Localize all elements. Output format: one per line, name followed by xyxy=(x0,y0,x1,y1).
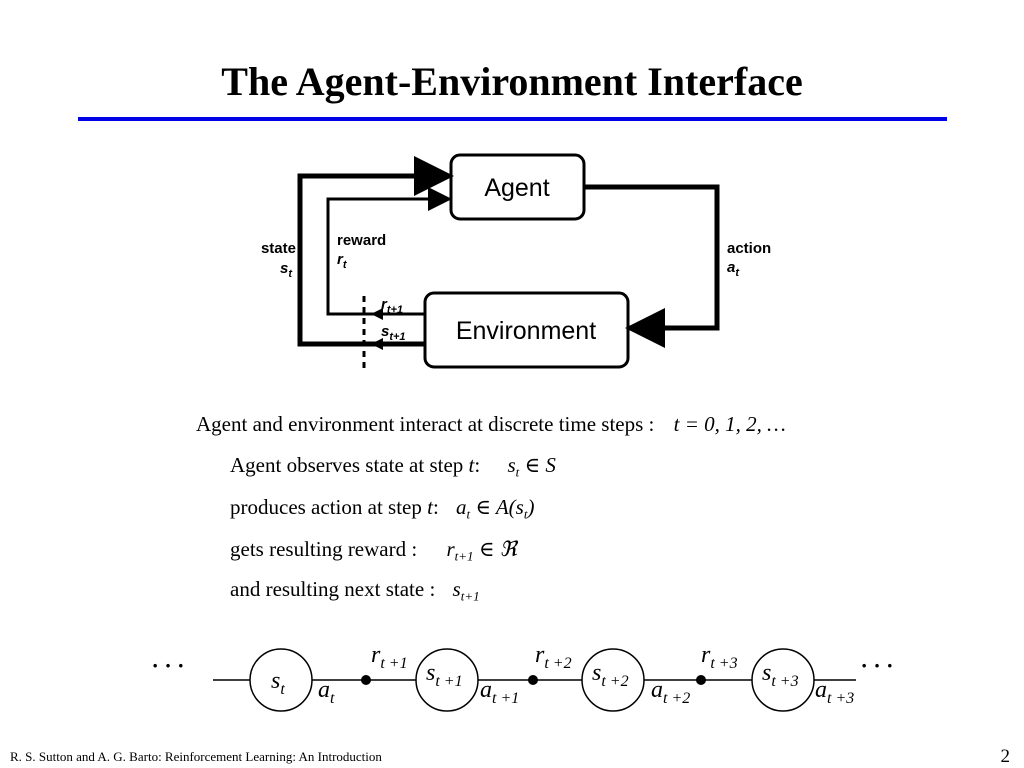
line5-math: st+1 xyxy=(452,577,480,604)
action-label-0: at xyxy=(318,677,335,707)
body-line-1: Agent and environment interact at discre… xyxy=(196,412,786,437)
svg-text:st: st xyxy=(271,668,285,698)
state-node-0: st xyxy=(249,648,313,712)
reward-label: reward xyxy=(337,232,386,249)
state-node-2: st +2 xyxy=(581,648,645,712)
page-title: The Agent-Environment Interface xyxy=(221,59,803,104)
ellipsis-right: · · · xyxy=(860,653,893,678)
line1-math: t = 0, 1, 2, … xyxy=(673,412,786,436)
next-state-symbol: st+1 xyxy=(381,323,406,343)
svg-text:st +2: st +2 xyxy=(592,660,629,690)
action-label-3: at +3 xyxy=(815,677,854,707)
reward-dot-3 xyxy=(696,675,706,685)
line2-math: st ∈ S xyxy=(507,453,556,480)
title-underline xyxy=(78,117,947,121)
body-line-2: Agent observes state at step t: st ∈ S xyxy=(230,453,556,481)
reward-label-1: rt +1 xyxy=(371,642,408,672)
agent-box: Agent xyxy=(449,153,586,221)
line2-text: Agent observes state at step xyxy=(230,453,464,477)
line5-text: and resulting next state : xyxy=(230,577,436,601)
line3-colon: : xyxy=(432,495,439,519)
next-reward-symbol: rt+1 xyxy=(381,296,403,316)
line3-math: at ∈ A(st) xyxy=(456,495,535,522)
svg-text:st +3: st +3 xyxy=(762,660,799,690)
agent-label: Agent xyxy=(484,174,549,202)
state-symbol: st xyxy=(280,260,293,280)
reward-symbol: rt xyxy=(337,251,348,271)
state-node-3: st +3 xyxy=(751,648,815,712)
environment-label: Environment xyxy=(456,317,596,345)
reward-label-3: rt +3 xyxy=(701,642,738,672)
line3-text: produces action at step xyxy=(230,495,422,519)
body-line-4: gets resulting reward : rt+1 ∈ ℜ xyxy=(230,537,517,565)
state-node-1: st +1 xyxy=(415,648,479,712)
reward-dot-2 xyxy=(528,675,538,685)
ellipsis-left: · · · xyxy=(151,653,184,678)
action-label-1: at +1 xyxy=(480,677,519,707)
page-number: 2 xyxy=(1000,746,1011,767)
state-label: state xyxy=(261,240,296,257)
body-line-3: produces action at step t: at ∈ A(st) xyxy=(230,495,534,523)
reward-label-2: rt +2 xyxy=(535,642,572,672)
action-symbol: at xyxy=(727,259,740,279)
line2-var: t xyxy=(468,453,475,477)
line3-var: t xyxy=(427,495,433,519)
footer-citation: R. S. Sutton and A. G. Barto: Reinforcem… xyxy=(10,749,382,764)
reward-dot-1 xyxy=(361,675,371,685)
action-label-2: at +2 xyxy=(651,677,690,707)
line1-text: Agent and environment interact at discre… xyxy=(196,412,655,436)
line4-text: gets resulting reward : xyxy=(230,537,418,561)
environment-box: Environment xyxy=(423,291,630,369)
action-arrow xyxy=(584,184,720,348)
line2-colon: : xyxy=(474,453,481,477)
action-label: action xyxy=(727,240,771,257)
trajectory-sequence: · · · · · · st st +1 st +2 st +3 rt +1 r… xyxy=(151,642,894,712)
svg-text:st +1: st +1 xyxy=(426,660,463,690)
body-line-5: and resulting next state : st+1 xyxy=(230,577,480,605)
line4-math: rt+1 ∈ ℜ xyxy=(446,537,517,564)
